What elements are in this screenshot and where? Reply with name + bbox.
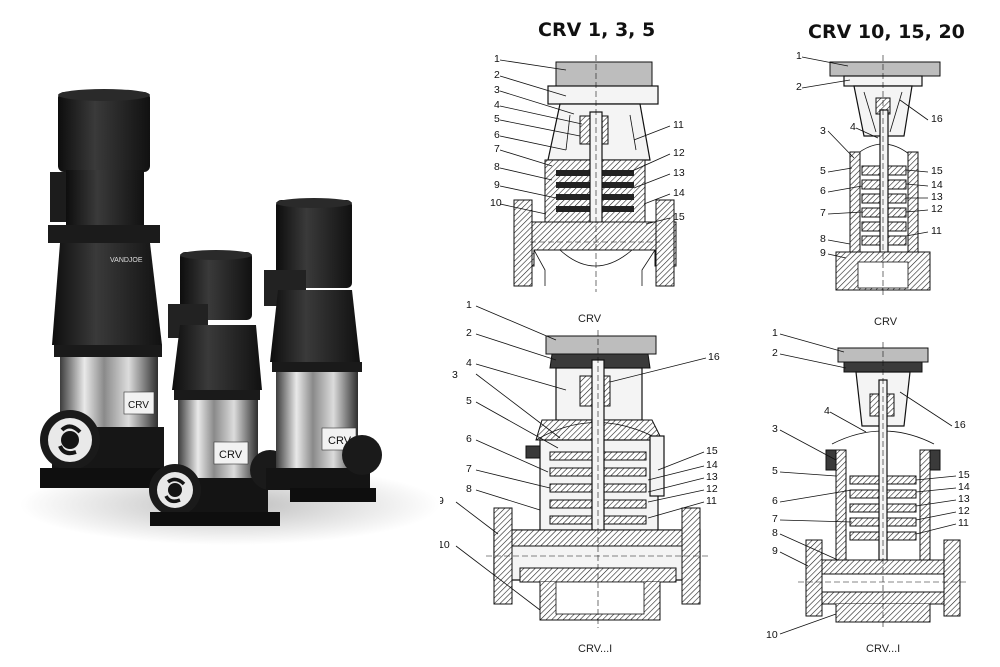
callout-b-15: 15 (931, 165, 943, 177)
diagram-crv-1-3-5: 1 2 3 4 5 6 7 8 9 10 11 12 13 14 15 CRV (490, 53, 685, 325)
caption-c: CRV...I (578, 643, 612, 655)
callout-d-4: 4 (824, 405, 830, 417)
callout-d-6: 6 (772, 495, 778, 507)
callout-b-8: 8 (820, 233, 826, 245)
callout-a-12: 12 (673, 147, 685, 159)
caption-b: CRV (874, 316, 898, 328)
callout-c-15: 15 (706, 445, 718, 457)
callout-b-9: 9 (820, 247, 826, 259)
callout-a-1: 1 (494, 53, 500, 65)
callout-c-3: 3 (452, 369, 458, 381)
callout-a-13: 13 (673, 167, 685, 179)
callout-c-12: 12 (706, 483, 718, 495)
pump-photo: VANDJOE CRV CRV CR (20, 89, 440, 545)
callout-b-12: 12 (931, 203, 943, 215)
callout-c-4: 4 (466, 357, 472, 369)
callout-b-6: 6 (820, 185, 826, 197)
callout-a-9: 9 (494, 179, 500, 191)
callout-b-2: 2 (796, 81, 802, 93)
callout-a-10: 10 (490, 197, 502, 209)
title-crv-1-3-5: CRV 1, 3, 5 (538, 19, 655, 41)
callout-d-10: 10 (766, 629, 778, 641)
callout-d-9: 9 (772, 545, 778, 557)
title-crv-10-15-20: CRV 10, 15, 20 (808, 21, 965, 43)
callout-d-1: 1 (772, 327, 778, 339)
callout-a-4: 4 (494, 99, 500, 111)
callout-b-1: 1 (796, 50, 802, 62)
callout-d-13: 13 (958, 493, 970, 505)
callout-b-5: 5 (820, 165, 826, 177)
caption-d: CRV...I (866, 643, 900, 655)
callout-c-11: 11 (706, 495, 717, 507)
callout-c-16: 16 (708, 351, 720, 363)
callout-b-16: 16 (931, 113, 943, 125)
pump-label-small: CRV (219, 449, 243, 461)
callout-b-7: 7 (820, 207, 826, 219)
callout-b-13: 13 (931, 191, 943, 203)
cross-section-diagrams: CRV 1, 3, 5 CRV 10, 15, 20 (440, 19, 970, 655)
diagram-crv-10-15-20: 1 2 3 4 5 6 7 8 9 16 15 14 13 12 11 CRV (796, 50, 943, 328)
callout-d-8: 8 (772, 527, 778, 539)
callout-c-10: 10 (440, 539, 450, 551)
large-pump: VANDJOE CRV (40, 89, 170, 488)
callout-c-7: 7 (466, 463, 472, 475)
medium-pump: CRV (264, 198, 382, 502)
callout-d-11: 11 (958, 517, 969, 529)
callout-c-1: 1 (466, 299, 472, 311)
callout-a-7: 7 (494, 143, 500, 155)
callout-a-5: 5 (494, 113, 500, 125)
callout-c-5: 5 (466, 395, 472, 407)
callout-d-14: 14 (958, 481, 970, 493)
callout-c-8: 8 (466, 483, 472, 495)
callout-c-13: 13 (706, 471, 718, 483)
callout-a-2: 2 (494, 69, 500, 81)
brand-label: VANDJOE (110, 257, 143, 264)
callout-b-4: 4 (850, 121, 856, 133)
callout-b-11: 11 (931, 225, 942, 237)
callout-c-2: 2 (466, 327, 472, 339)
callout-a-14: 14 (673, 187, 685, 199)
callout-a-15: 15 (673, 211, 685, 223)
callout-c-14: 14 (706, 459, 718, 471)
callout-a-3: 3 (494, 84, 500, 96)
callout-d-5: 5 (772, 465, 778, 477)
callout-d-7: 7 (772, 513, 778, 525)
diagram-crv-i-large-series: 1 2 4 3 5 6 7 8 9 10 16 15 14 13 12 11 C… (766, 327, 970, 655)
callout-d-2: 2 (772, 347, 778, 359)
callout-d-15: 15 (958, 469, 970, 481)
callout-d-3: 3 (772, 423, 778, 435)
callout-c-6: 6 (466, 433, 472, 445)
callout-a-11: 11 (673, 119, 684, 131)
pump-label-large: CRV (128, 400, 149, 411)
callout-b-14: 14 (931, 179, 943, 191)
callout-c-9: 9 (440, 495, 444, 507)
callout-b-3: 3 (820, 125, 826, 137)
callout-d-16: 16 (954, 419, 966, 431)
diagram-crv-i-small-series: 1 2 4 3 5 6 7 8 9 10 16 15 14 13 12 11 C… (440, 299, 720, 655)
caption-a: CRV (578, 313, 602, 325)
callout-d-12: 12 (958, 505, 970, 517)
callout-a-8: 8 (494, 161, 500, 173)
callout-a-6: 6 (494, 129, 500, 141)
